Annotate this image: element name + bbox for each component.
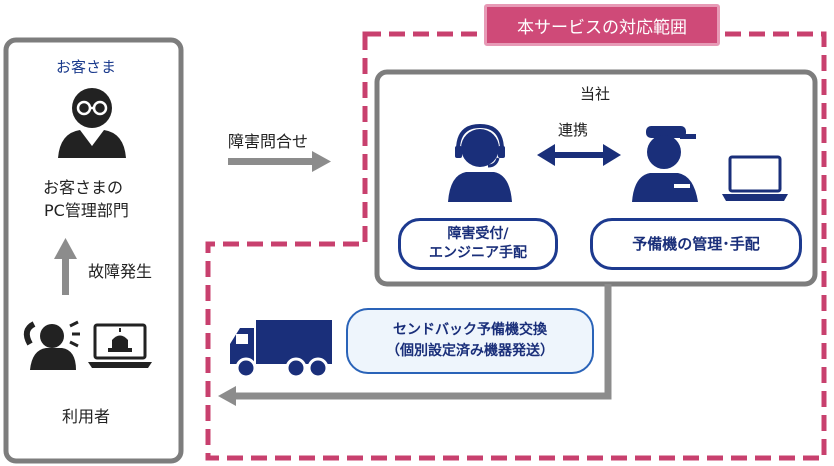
user-label: 利用者 — [62, 407, 111, 426]
service-scope-label: 本サービスの対応範囲 — [484, 4, 720, 46]
sendback-pill: センドバック予備機交換 （個別設定済み機器発送） — [346, 308, 594, 374]
link-label: 連携 — [558, 121, 589, 139]
company-title: 当社 — [580, 85, 611, 103]
customer-title: お客さま — [56, 58, 117, 76]
troubled-user-icon — [23, 320, 80, 370]
inquiry-arrow — [228, 151, 331, 172]
support-agent-icon — [448, 123, 512, 202]
customer-dept-line2: PC管理部門 — [44, 201, 129, 220]
failure-up-arrow — [54, 238, 77, 295]
engineer-icon — [632, 126, 698, 202]
reception-pill: 障害受付/ エンジニア手配 — [398, 218, 558, 270]
link-double-arrow — [537, 144, 621, 166]
customer-manager-icon — [58, 88, 126, 158]
spare-management-label: 予備機の管理･手配 — [632, 235, 760, 253]
reception-line1: 障害受付/ — [447, 226, 509, 242]
reception-line2: エンジニア手配 — [429, 245, 527, 261]
failure-label: 故障発生 — [88, 262, 153, 281]
company-laptop-icon — [722, 155, 788, 201]
service-scope-outline — [205, 31, 827, 461]
inquiry-label: 障害問合せ — [228, 132, 309, 151]
delivery-truck-icon — [230, 320, 332, 379]
return-arrow — [218, 284, 612, 406]
spare-management-pill: 予備機の管理･手配 — [590, 218, 802, 270]
customer-dept-line1: お客さまの — [43, 178, 124, 197]
alert-laptop-icon — [88, 323, 152, 368]
sendback-line1: センドバック予備機交換 — [393, 322, 547, 338]
sendback-line2: （個別設定済み機器発送） — [386, 343, 554, 359]
